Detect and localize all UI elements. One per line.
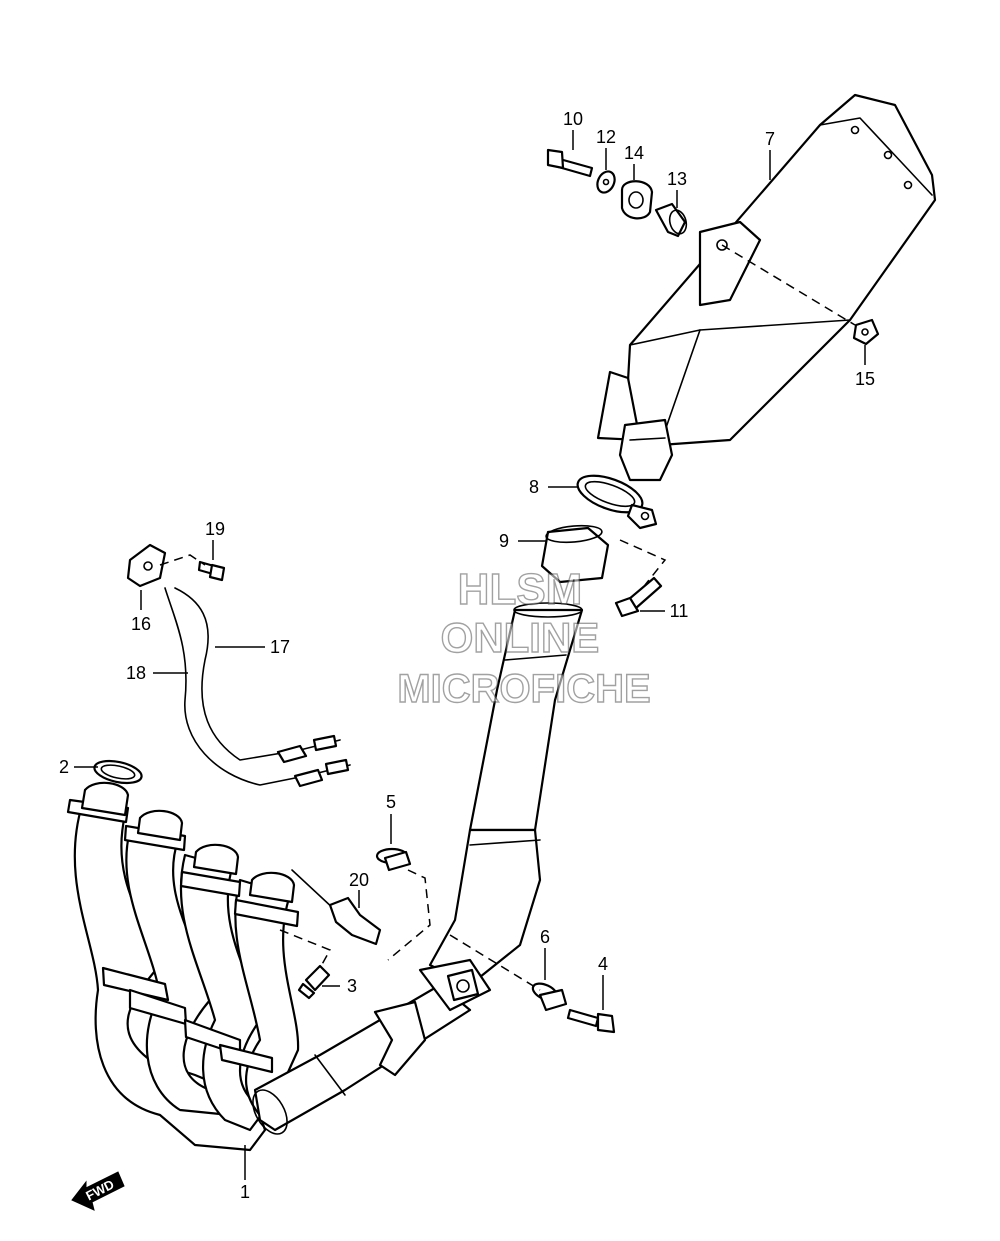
cushion-6[interactable] xyxy=(530,980,568,1012)
callout-17: 17 xyxy=(270,637,290,657)
grommet-14[interactable] xyxy=(620,180,654,220)
watermark-line-3: MICROFICHE xyxy=(397,667,650,711)
fwd-arrow: FWD xyxy=(71,1171,125,1211)
callout-7: 7 xyxy=(765,129,775,149)
callout-13: 13 xyxy=(667,169,687,189)
callout-10: 10 xyxy=(563,109,583,129)
assembly-lines xyxy=(159,244,856,991)
bolt-11[interactable] xyxy=(614,576,663,618)
bolt-4[interactable] xyxy=(566,1008,616,1034)
exhaust-header[interactable] xyxy=(66,781,492,1152)
callout-labels: 1 2 3 4 5 6 7 8 9 10 11 12 13 14 15 16 1… xyxy=(59,109,875,1202)
muffler[interactable] xyxy=(596,93,937,482)
nut-15[interactable] xyxy=(852,318,880,346)
callout-11: 11 xyxy=(670,601,689,621)
callout-1: 1 xyxy=(240,1182,250,1202)
callout-3: 3 xyxy=(347,976,357,996)
collar-13[interactable] xyxy=(654,202,689,238)
watermark-line-2: ONLINE xyxy=(441,614,600,661)
callout-18: 18 xyxy=(126,663,146,683)
fwd-label: FWD xyxy=(83,1177,116,1204)
callout-12: 12 xyxy=(596,127,616,147)
sensor-20[interactable] xyxy=(291,869,382,946)
callout-5: 5 xyxy=(386,792,396,812)
stud-3[interactable] xyxy=(297,964,331,1000)
clamp[interactable] xyxy=(573,468,658,530)
sensor-lead-17[interactable] xyxy=(174,587,341,764)
callout-8: 8 xyxy=(529,477,539,497)
bracket-16[interactable] xyxy=(126,543,167,588)
collar-5[interactable] xyxy=(375,847,412,872)
callout-6: 6 xyxy=(540,927,550,947)
callout-9: 9 xyxy=(499,531,509,551)
bolt-19[interactable] xyxy=(197,560,226,582)
gasket-sleeve[interactable] xyxy=(540,524,610,584)
callout-19: 19 xyxy=(205,519,225,539)
callout-4: 4 xyxy=(598,954,608,974)
sensor-lead-18[interactable] xyxy=(164,587,351,788)
callout-20: 20 xyxy=(349,870,369,890)
leader-lines xyxy=(74,130,866,1180)
watermark: HLSM ONLINE MICROFICHE xyxy=(397,564,652,711)
callout-16: 16 xyxy=(131,614,151,634)
callout-2: 2 xyxy=(59,757,69,777)
callout-15: 15 xyxy=(855,369,875,389)
bolt-10[interactable] xyxy=(546,148,594,178)
mid-pipe xyxy=(428,602,584,987)
callout-14: 14 xyxy=(624,143,644,163)
washer-12[interactable] xyxy=(594,169,618,196)
watermark-line-1: HLSM xyxy=(458,565,583,614)
